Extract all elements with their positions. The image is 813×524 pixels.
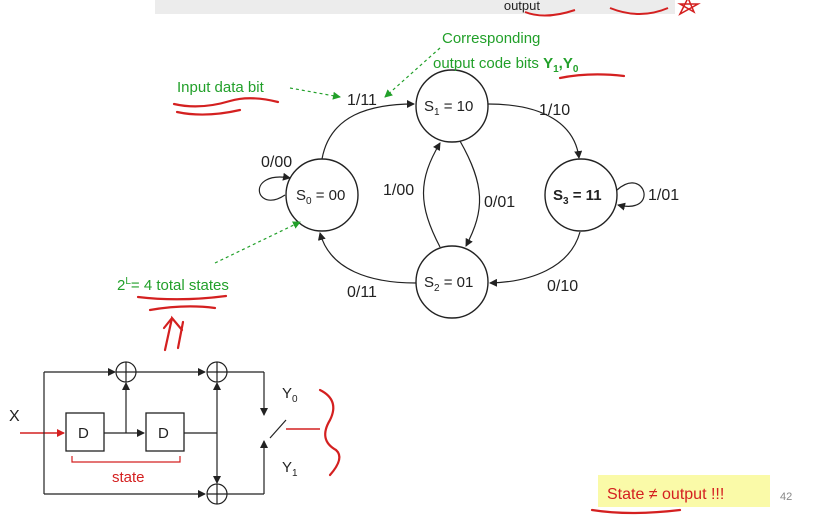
- output-y1-label: Y1: [282, 459, 298, 479]
- annotations: Input data bit Corresponding output code…: [117, 30, 579, 294]
- total-states-note: 2L= 4 total states: [117, 276, 229, 294]
- output-switch: [269, 419, 287, 439]
- xor-2: [206, 361, 228, 383]
- edge-s2-s0-label: 0/11: [347, 284, 377, 301]
- state-s1-label: S1 = 10: [424, 98, 473, 118]
- underline-total-states: [136, 294, 228, 301]
- state-bracket: [71, 456, 181, 463]
- output-y0-label: Y0: [282, 385, 298, 405]
- state-s2-label: S2 = 01: [424, 274, 473, 294]
- underline-total-states-2: [148, 305, 217, 312]
- underline-input-data-bit: [172, 97, 280, 108]
- edge-s1-s3: [487, 103, 583, 159]
- input-data-bit-note: Input data bit: [177, 79, 265, 96]
- edge-s2-s0: [317, 232, 417, 284]
- input-bit-pointer: [289, 87, 341, 100]
- edge-s3-self-label: 1/01: [648, 187, 679, 204]
- star-mark-icon: [677, 0, 701, 16]
- brace-mark: [318, 388, 341, 477]
- page-number: 42: [780, 491, 792, 503]
- svg-text:D: D: [158, 425, 169, 442]
- edge-s1-s3-label: 1/10: [539, 102, 570, 119]
- edge-s3-self: [616, 182, 645, 211]
- state-bracket-label: state: [112, 469, 145, 486]
- output-code-bits-note: output code bits Y1,Y0: [433, 55, 579, 75]
- footer-highlight: [598, 475, 770, 507]
- flipflop-2: [145, 412, 185, 452]
- underline-input-data-bit-2: [175, 108, 242, 116]
- edge-s1-s2-label: 0/01: [484, 194, 515, 211]
- edge-s0-self: [258, 172, 291, 201]
- top-banner: output: [155, 0, 701, 17]
- state-diagram: S0 = 00 S1 = 10 S2 = 01 S3 = 11 1/11 0/0…: [258, 69, 679, 319]
- edge-s3-s2-label: 0/10: [547, 278, 578, 295]
- edge-s0-s1-label: 1/11: [347, 92, 377, 109]
- edge-s3-s2: [489, 231, 581, 287]
- edge-s2-s1: [423, 142, 441, 248]
- underline-footer-note: [590, 508, 682, 515]
- footer: State ≠ output !!! 42: [598, 475, 792, 507]
- state-s2-node: [415, 245, 489, 319]
- edge-s1-s2: [459, 140, 481, 247]
- footer-note: State ≠ output !!!: [607, 486, 724, 503]
- xor-1: [115, 361, 137, 383]
- xor-3: [206, 483, 228, 505]
- underline-output-bits: [558, 73, 626, 80]
- arrow-up-mark-2: [176, 320, 185, 350]
- svg-text:D: D: [78, 425, 89, 442]
- arrow-up-mark-icon: [162, 315, 184, 352]
- state-s1-node: [415, 69, 489, 143]
- output-bits-pointer: [384, 47, 441, 98]
- flipflop-1: [65, 412, 105, 452]
- red-annotations: [136, 73, 682, 515]
- state-s3-label: S3 = 11: [553, 187, 602, 207]
- edge-s2-s1-label: 1/00: [383, 182, 414, 199]
- corresponding-note: Corresponding: [442, 30, 540, 47]
- circuit-input-label: X: [9, 408, 20, 425]
- state-s3-node: [544, 158, 618, 232]
- edge-s0-s1: [321, 100, 415, 160]
- total-states-pointer: [214, 221, 301, 264]
- edge-s0-self-label: 0/00: [261, 154, 292, 171]
- encoder-circuit: X D D: [9, 361, 320, 505]
- header-title-fragment: output: [504, 0, 541, 13]
- state-s0-label: S0 = 00: [296, 187, 345, 207]
